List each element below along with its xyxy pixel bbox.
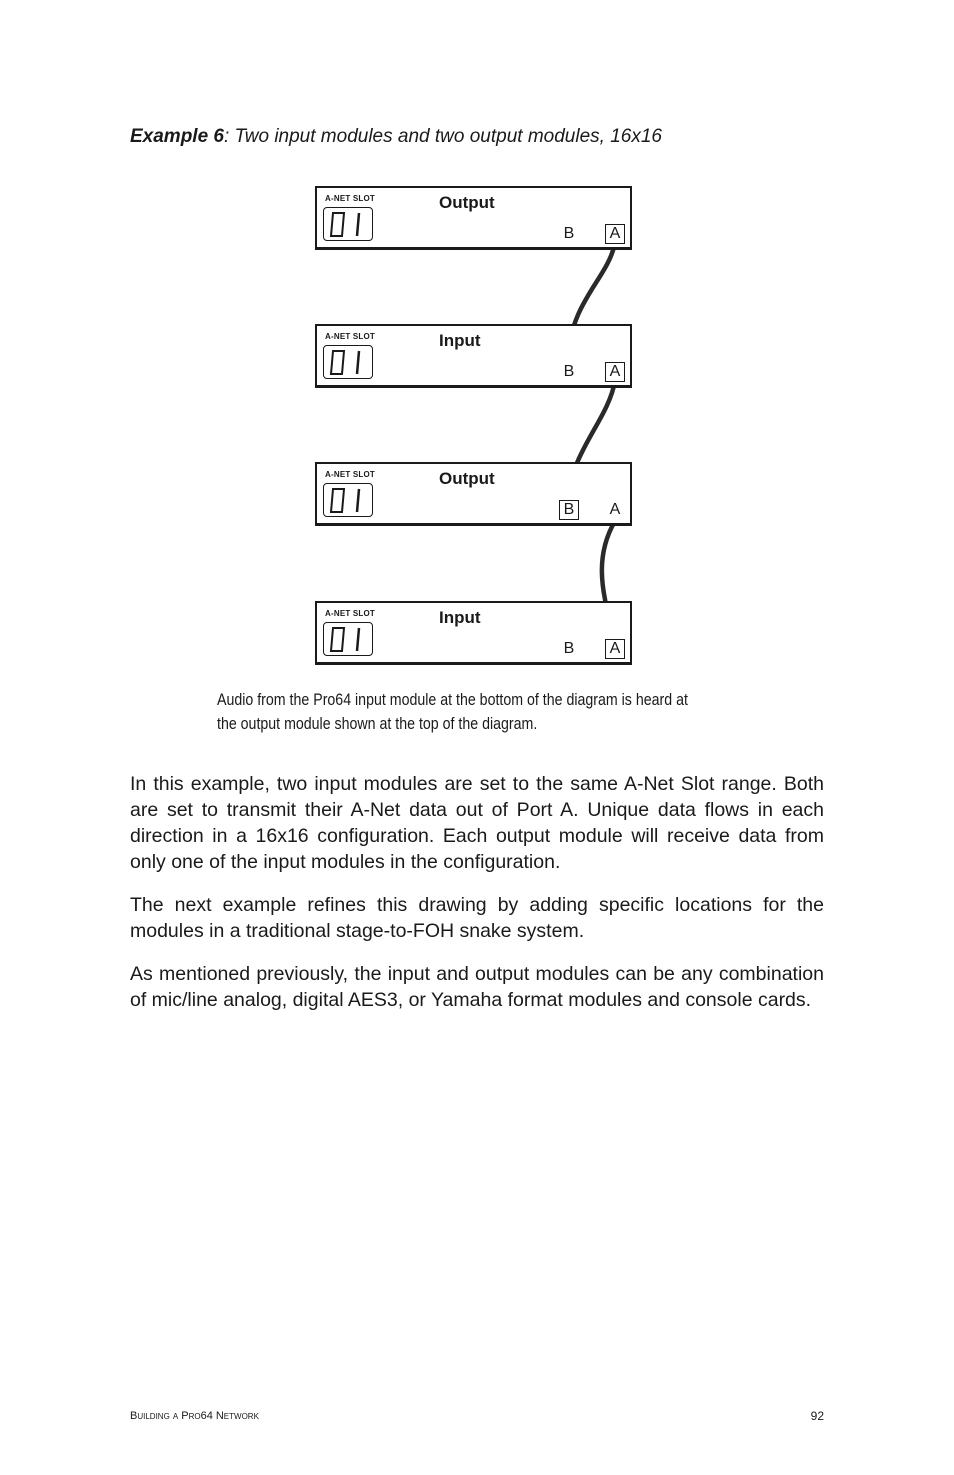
slot-display <box>323 483 373 517</box>
module-output-2: A-NET SLOT Output B A <box>315 462 632 526</box>
example-number: Example 6 <box>130 126 224 147</box>
port-a: A <box>605 362 625 382</box>
anet-slot-label: A-NET SLOT <box>325 470 375 479</box>
module-type-label: Input <box>439 331 481 350</box>
example-heading: Example 6: Two input modules and two out… <box>130 126 662 148</box>
anet-slot-label: A-NET SLOT <box>325 609 375 618</box>
port-a: A <box>605 224 625 244</box>
module-type-label: Output <box>439 193 495 212</box>
port-b: B <box>563 640 575 657</box>
page-number: 92 <box>810 1409 824 1423</box>
slot-display <box>323 622 373 656</box>
figure-caption: Audio from the Pro64 input module at the… <box>217 688 688 736</box>
slot-display <box>323 207 373 241</box>
caption-line-2: the output module shown at the top of th… <box>217 715 538 733</box>
module-type-label: Output <box>439 469 495 488</box>
footer-section-title: Building a Pro64 Network <box>130 1410 259 1422</box>
port-a: A <box>609 501 621 518</box>
slot-display <box>323 345 373 379</box>
module-input-2: A-NET SLOT Input B A <box>315 601 632 665</box>
body-paragraph-2: The next example refines this drawing by… <box>130 894 824 942</box>
port-b: B <box>563 225 575 242</box>
body-paragraph-3: As mentioned previously, the input and o… <box>130 963 824 1011</box>
module-input-1: A-NET SLOT Input B A <box>315 324 632 388</box>
example-description: : Two input modules and two output modul… <box>224 126 662 147</box>
anet-slot-label: A-NET SLOT <box>325 194 375 203</box>
port-a: A <box>605 639 625 659</box>
caption-line-1: Audio from the Pro64 input module at the… <box>217 691 688 709</box>
body-paragraph-1: In this example, two input modules are s… <box>130 773 824 873</box>
port-b: B <box>559 500 579 520</box>
module-output-1: A-NET SLOT Output B A <box>315 186 632 250</box>
port-b: B <box>563 363 575 380</box>
module-type-label: Input <box>439 608 481 627</box>
anet-slot-label: A-NET SLOT <box>325 332 375 341</box>
